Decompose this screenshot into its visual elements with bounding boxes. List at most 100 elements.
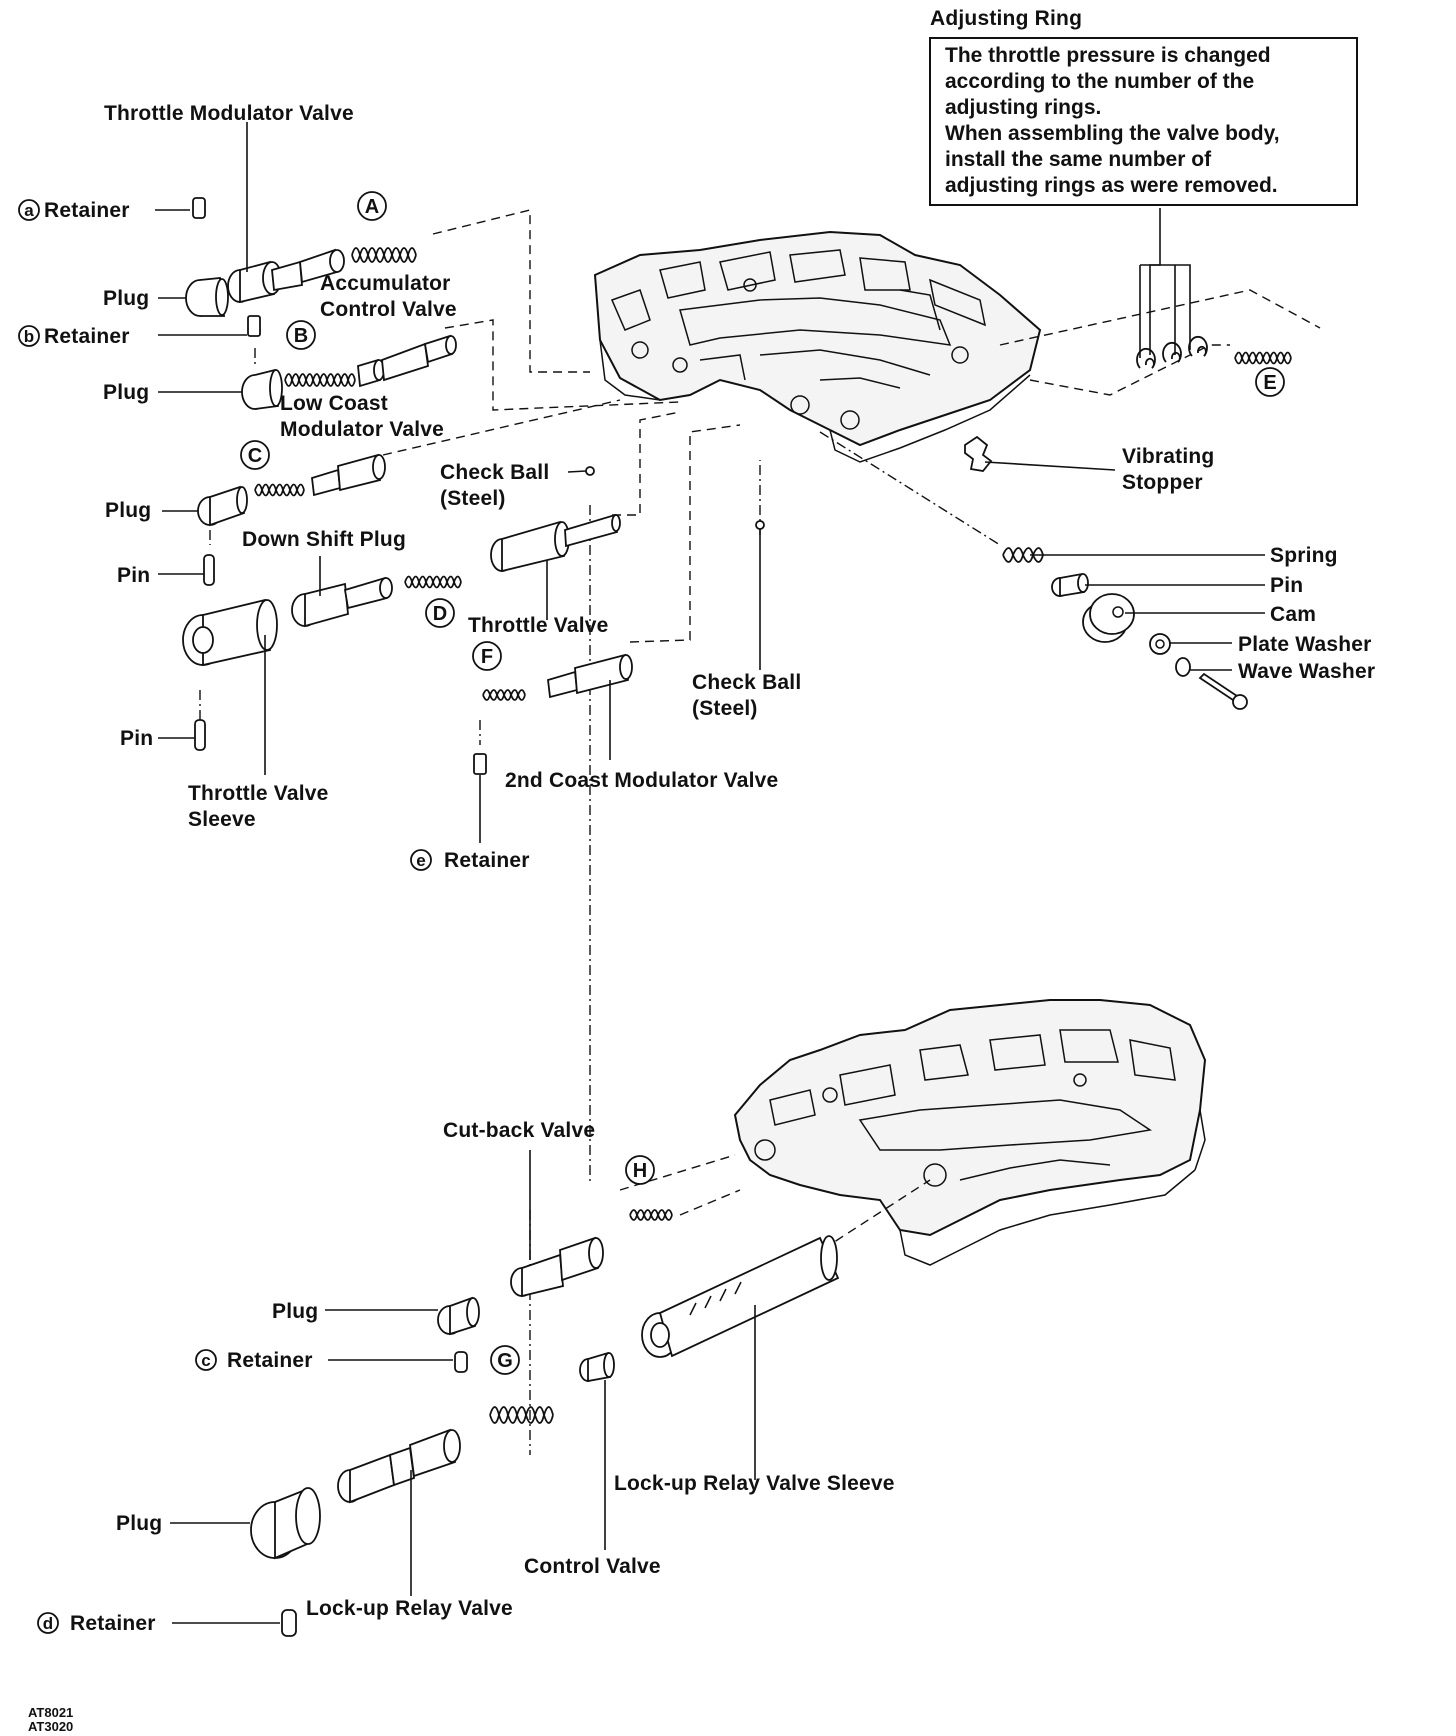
- circle-B: [286, 320, 316, 350]
- letter-G: G: [497, 1350, 513, 1372]
- plug-5-part: [250, 1487, 321, 1560]
- figure-code-1: AT8021: [28, 1705, 73, 1720]
- vibrating-stopper-part: [964, 435, 993, 472]
- pin-1-part: [203, 554, 215, 586]
- lockup-relay-valve-part: [337, 1428, 461, 1504]
- retainer-c-part: [454, 1351, 468, 1373]
- label-low-coast-line2: Modulator Valve: [280, 418, 444, 441]
- spring-e-part: [1234, 351, 1292, 365]
- circle-e: [410, 849, 432, 871]
- spring-b-part: [284, 373, 356, 387]
- down-shift-plug-part: [291, 576, 393, 628]
- circle-D: [425, 598, 455, 628]
- lower-valve-body: [733, 999, 1207, 1266]
- label-throttle-modulator-valve: Throttle Modulator Valve: [104, 102, 354, 125]
- label-plug-1: Plug: [103, 287, 149, 310]
- lockup-relay-valve-sleeve-part: [641, 1235, 840, 1358]
- circle-F: [472, 641, 502, 671]
- plate-washer-part: [1149, 633, 1171, 655]
- letter-B: B: [294, 325, 308, 347]
- spring-h-part: [629, 1209, 673, 1221]
- label-accumulator-line1: Accumulator: [320, 272, 451, 295]
- cam-part: [1082, 593, 1135, 643]
- check-ball-1-part: [585, 466, 595, 476]
- circle-E: [1255, 367, 1285, 397]
- label-retainer-a: Retainer: [44, 199, 130, 222]
- spring-c-part: [254, 483, 305, 497]
- letter-a: a: [24, 201, 34, 220]
- label-vibrating-stopper-line2: Stopper: [1122, 471, 1203, 494]
- circle-C: [240, 440, 270, 470]
- label-accumulator-line2: Control Valve: [320, 298, 457, 321]
- circle-b: [18, 325, 40, 347]
- pin-3-part: [1051, 572, 1089, 598]
- retainer-a-part: [192, 197, 206, 219]
- plug-3-part: [197, 485, 248, 527]
- part-labels: Adjusting Ring Throttle Modulator Valve …: [28, 7, 1375, 1734]
- accumulator-control-valve-part: [357, 334, 457, 388]
- label-check-ball-2-line1: Check Ball: [692, 671, 801, 694]
- label-wave-washer: Wave Washer: [1238, 660, 1375, 683]
- wave-washer-part: [1175, 657, 1191, 677]
- note-line-2: according to the number of the: [945, 70, 1254, 93]
- note-line-6: adjusting rings as were removed.: [945, 174, 1278, 197]
- label-pin-3: Pin: [1270, 574, 1303, 597]
- label-retainer-c: Retainer: [227, 1349, 313, 1372]
- label-pin-2: Pin: [120, 727, 153, 750]
- label-check-ball-2-line2: (Steel): [692, 697, 758, 720]
- pin-2-part: [194, 719, 206, 751]
- throttle-valve-sleeve-part: [182, 598, 278, 667]
- control-valve-part: [579, 1351, 615, 1383]
- reference-letters: a b c d e A B C D E F G H: [18, 191, 1285, 1634]
- label-plug-2: Plug: [103, 381, 149, 404]
- letter-d: d: [43, 1614, 53, 1633]
- letter-A: A: [365, 196, 379, 218]
- retainer-d-part: [281, 1609, 297, 1637]
- bolt-part: [1198, 672, 1239, 702]
- label-down-shift-plug: Down Shift Plug: [242, 528, 406, 551]
- label-low-coast-line1: Low Coast: [280, 392, 388, 415]
- label-throttle-valve: Throttle Valve: [468, 614, 609, 637]
- upper-valve-body: [593, 230, 1042, 463]
- label-lockup-relay-valve: Lock-up Relay Valve: [306, 1597, 513, 1620]
- letter-D: D: [433, 603, 447, 625]
- note-line-5: install the same number of: [945, 148, 1212, 171]
- label-cam: Cam: [1270, 603, 1316, 626]
- letter-C: C: [248, 445, 262, 467]
- circle-c: [195, 1349, 217, 1371]
- label-throttle-valve-sleeve-line1: Throttle Valve: [188, 782, 329, 805]
- second-coast-modulator-valve-part: [547, 653, 633, 699]
- label-retainer-b: Retainer: [44, 325, 130, 348]
- plug-4-part: [437, 1296, 480, 1336]
- note-line-4: When assembling the valve body,: [945, 122, 1280, 145]
- spring-a-part: [351, 247, 417, 263]
- circle-A: [357, 191, 387, 221]
- circle-G: [490, 1345, 520, 1375]
- letter-H: H: [633, 1160, 647, 1182]
- lower-parts: [250, 1209, 840, 1637]
- label-cut-back-valve: Cut-back Valve: [443, 1119, 595, 1142]
- plug-1-part: [185, 277, 229, 317]
- label-spring: Spring: [1270, 544, 1338, 567]
- letter-F: F: [481, 646, 493, 668]
- letter-E: E: [1263, 372, 1276, 394]
- label-plug-4: Plug: [272, 1300, 318, 1323]
- label-plug-3: Plug: [105, 499, 151, 522]
- letter-e: e: [416, 851, 425, 870]
- label-plate-washer: Plate Washer: [1238, 633, 1372, 656]
- label-check-ball-1-line1: Check Ball: [440, 461, 549, 484]
- spring-d-part: [404, 575, 462, 589]
- throttle-valve-part: [490, 513, 621, 573]
- note-line-3: adjusting rings.: [945, 96, 1101, 119]
- label-adjusting-ring: Adjusting Ring: [930, 7, 1082, 30]
- retainer-b-part: [247, 315, 261, 337]
- upper-parts: [182, 197, 1292, 775]
- label-second-coast-modulator-valve: 2nd Coast Modulator Valve: [505, 769, 778, 792]
- circle-H: [625, 1155, 655, 1185]
- check-ball-2-part: [755, 520, 765, 530]
- label-plug-5: Plug: [116, 1512, 162, 1535]
- circle-a: [18, 199, 40, 221]
- note-box: [929, 37, 1358, 206]
- label-retainer-e: Retainer: [444, 849, 530, 872]
